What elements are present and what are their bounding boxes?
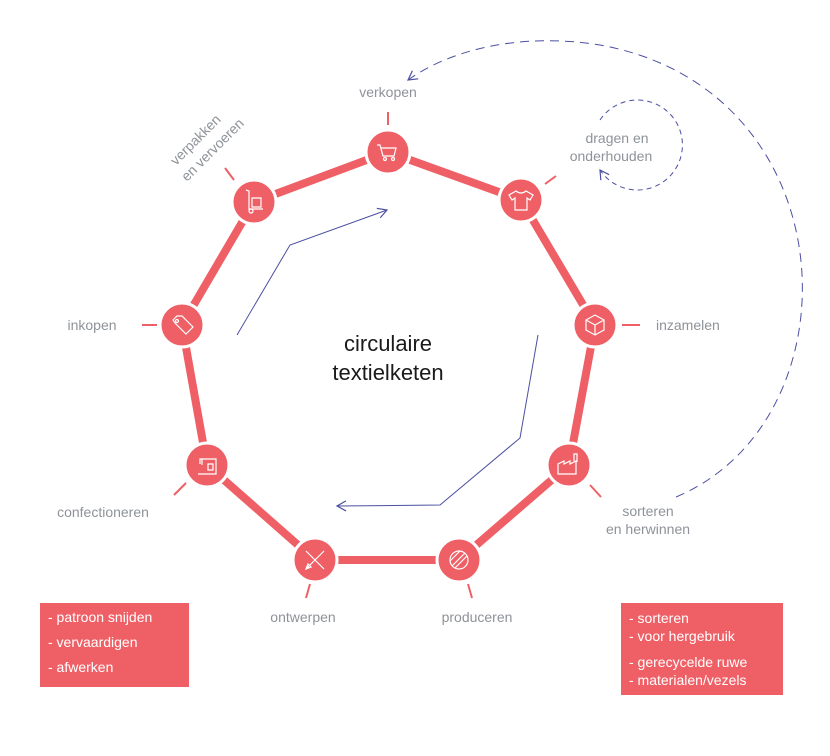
label-dragen: dragen en <box>585 130 648 146</box>
confection-steps-box: - patroon snijden - vervaardigen - afwer… <box>40 603 189 687</box>
node-verpakken[interactable] <box>230 178 278 226</box>
node-produceren[interactable] <box>435 536 483 584</box>
cart-icon <box>377 144 397 162</box>
box-item: - afwerken <box>48 659 114 675</box>
node-dragen[interactable] <box>497 176 545 224</box>
node-inzamelen[interactable] <box>571 301 619 349</box>
box-item: - sorteren <box>629 610 689 626</box>
diagram-title-line1: circulaire <box>344 331 432 356</box>
box-item: - vervaardigen <box>48 634 138 650</box>
node-ontwerpen[interactable] <box>291 536 339 584</box>
factory-icon <box>557 453 578 475</box>
label-inzamelen: inzamelen <box>656 317 720 333</box>
node-verkopen[interactable] <box>364 128 412 176</box>
flow-arrow-lower <box>335 334 539 512</box>
node-sorteren[interactable] <box>545 441 593 489</box>
node-confectioneren[interactable] <box>183 441 231 489</box>
label-produceren: produceren <box>442 609 513 625</box>
box-item: - voor hergebruik <box>629 628 735 644</box>
label-sorteren: sorteren <box>622 503 673 519</box>
box-item: - gerecycelde ruwe <box>629 654 748 670</box>
box-item: - materialen/vezels <box>629 672 747 688</box>
label-confectioneren: confectioneren <box>57 504 149 520</box>
sewing-machine-icon <box>198 458 217 475</box>
tshirt-icon <box>508 190 534 211</box>
flow-arrow-upper <box>236 207 389 336</box>
label-ontwerpen: ontwerpen <box>270 609 335 625</box>
yarn-icon <box>449 550 469 570</box>
pencil-ruler-icon <box>304 550 325 571</box>
node-ticks <box>142 112 640 599</box>
price-tag-icon <box>172 315 194 335</box>
label-verkopen: verkopen <box>359 84 417 100</box>
label-inkopen: inkopen <box>67 317 116 333</box>
label-onderhouden: onderhouden <box>570 148 653 164</box>
box-item: - patroon snijden <box>48 609 153 625</box>
diagram-title-line2: textielketen <box>332 360 443 385</box>
cycle-ring <box>177 147 600 564</box>
label-herwinnen: en herwinnen <box>606 521 690 537</box>
box-icon <box>585 314 605 336</box>
hand-truck-icon <box>245 189 263 214</box>
recovery-steps-box: - sorteren - voor hergebruik - gerecycel… <box>621 603 783 695</box>
node-inkopen[interactable] <box>158 301 206 349</box>
reuse-dashed-arrow <box>406 40 803 498</box>
